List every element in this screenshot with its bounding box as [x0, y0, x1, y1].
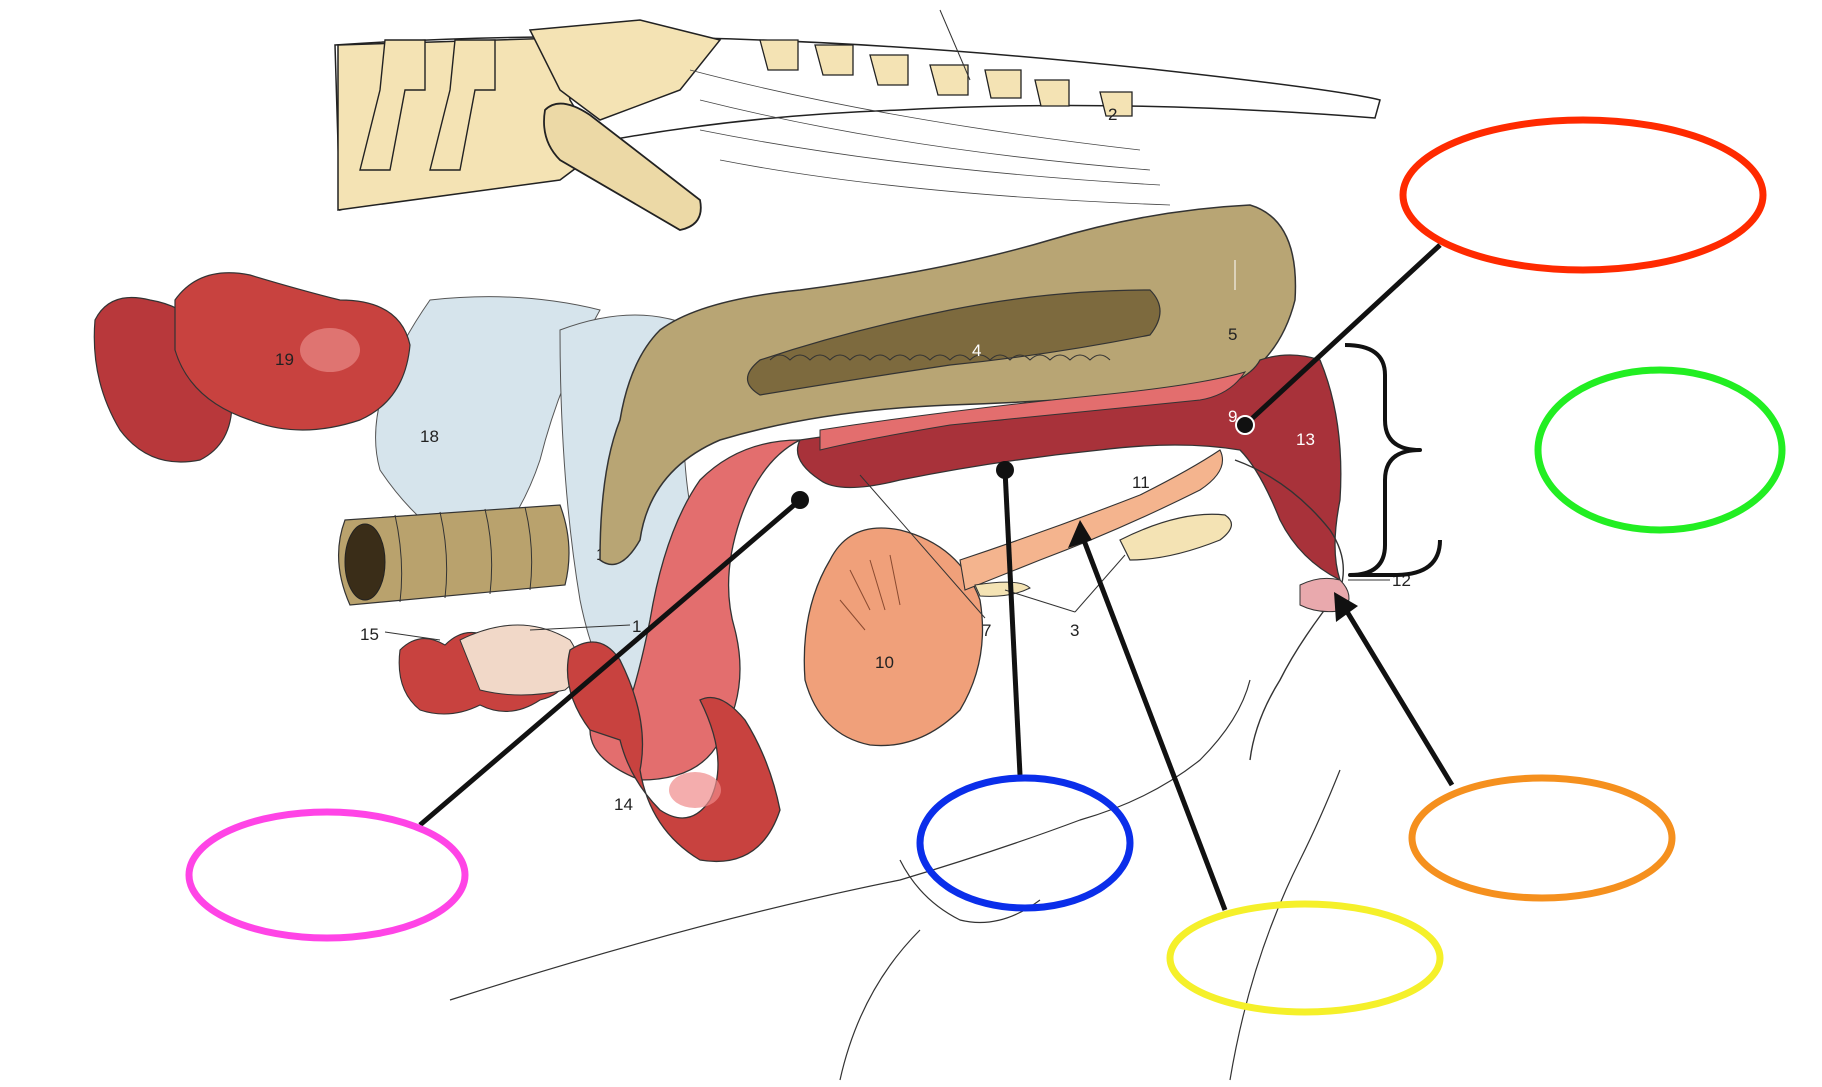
answer-oval-yellow[interactable] [1166, 900, 1444, 1016]
urethra-body [959, 449, 1224, 591]
pubic-bone-small [974, 581, 1031, 597]
label-line-15 [384, 631, 441, 641]
label-14: 14 [614, 795, 633, 814]
tail-vertebra-3 [869, 54, 909, 86]
vestibule-bracket [1344, 343, 1442, 577]
rectal-folds [769, 354, 1111, 361]
descending-colon [338, 504, 570, 606]
rectum: 4 5 [599, 204, 1297, 566]
answer-oval-orange[interactable] [1408, 774, 1676, 902]
leader-magenta [418, 498, 802, 827]
urethra: 11 [959, 449, 1224, 591]
label-7: 7 [982, 621, 991, 640]
pubis: 3 7 [859, 474, 1232, 640]
leg-outline [839, 769, 1341, 1081]
sacral-wing [528, 19, 722, 121]
label-19: 19 [275, 350, 294, 369]
label-18: 18 [420, 427, 439, 446]
pubic-bone [1119, 513, 1232, 561]
uterus: 14 [566, 439, 801, 862]
uterine-horn [566, 641, 781, 862]
ilium-section [543, 102, 702, 231]
leader-lines [418, 243, 1455, 911]
spine-outline [334, 35, 1381, 212]
vagina-lining [819, 371, 1247, 451]
arrowhead-yellow [1068, 520, 1092, 548]
bladder-body [803, 527, 984, 747]
tail-vertebra-4 [929, 64, 969, 96]
tail-vertebra-5 [984, 69, 1022, 99]
label-4: 4 [972, 341, 981, 360]
tail-vertebra-6 [1034, 79, 1070, 107]
answer-ovals [185, 116, 1786, 1016]
pin-magenta [791, 491, 809, 509]
oviduct: 15 1 [360, 617, 641, 715]
leader-red [1243, 243, 1442, 427]
leader-yellow [1077, 529, 1228, 911]
tail-vertebra-1 [759, 39, 799, 71]
tail-vertebra-7 [1099, 91, 1133, 117]
answer-oval-red[interactable] [1399, 116, 1767, 274]
vulva-region: 12 [449, 459, 1411, 1081]
label-5: 5 [1228, 325, 1237, 344]
pin-blue [996, 461, 1014, 479]
label-13: 13 [1296, 430, 1315, 449]
label-10: 10 [875, 653, 894, 672]
rectum-lumen [746, 289, 1161, 396]
leader-orange [1337, 598, 1455, 787]
infundibulum [459, 624, 580, 696]
answer-oval-green[interactable] [1534, 366, 1786, 534]
vertebra-2 [429, 39, 496, 171]
vertebra-1 [359, 39, 426, 171]
answer-oval-blue[interactable] [916, 774, 1134, 912]
label-15: 15 [360, 625, 379, 644]
label-2: 2 [1108, 105, 1117, 124]
horn-highlight [669, 772, 721, 808]
colon-rings [394, 506, 533, 603]
vertebral-column: 2 [334, 9, 1381, 231]
vagina-vestibule: 9 13 [796, 354, 1342, 582]
label-9: 9 [1228, 407, 1237, 426]
colon-lumen [344, 523, 386, 601]
ventral-body-line [449, 679, 1251, 1001]
label-11: 11 [1132, 473, 1150, 492]
arrowhead-orange [1334, 592, 1358, 622]
colon-tube [338, 504, 570, 606]
uterine-body [589, 439, 801, 781]
ovary-front [174, 272, 411, 431]
answer-oval-magenta[interactable] [185, 808, 469, 942]
label-line-16 [529, 624, 631, 631]
ovary-highlight [300, 328, 360, 372]
muscle-fibers [689, 69, 1171, 206]
urinary-bladder: 10 [803, 527, 984, 747]
leader-blue [1002, 469, 1023, 776]
label-line-2 [939, 9, 971, 81]
pin-red [1235, 415, 1255, 435]
label-line-7 [859, 474, 986, 619]
ovary: 19 [93, 272, 411, 463]
label-3: 3 [1070, 621, 1079, 640]
udder-outline [899, 859, 1041, 924]
label-line-3a [1004, 589, 1076, 613]
tail-vertebra-2 [814, 44, 854, 76]
bladder-folds [839, 554, 901, 631]
label-16: 1 [632, 617, 641, 636]
